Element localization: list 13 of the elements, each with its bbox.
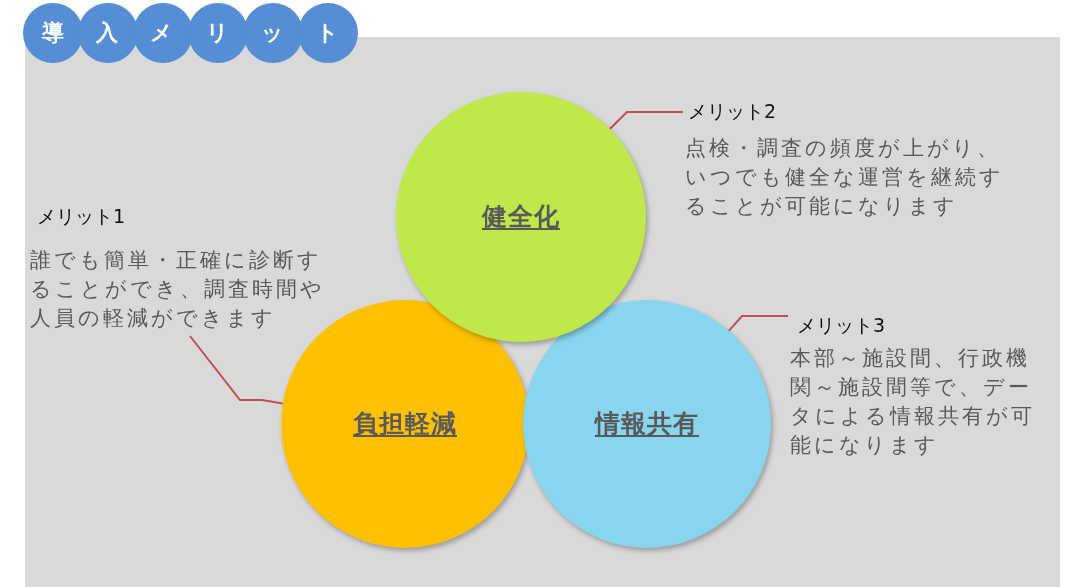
leader-line bbox=[727, 315, 789, 332]
leader-line bbox=[608, 111, 684, 130]
callout-heading: メリット3 bbox=[797, 313, 886, 337]
callout-text: 本部～施設間、行政機関～施設間等で、データによる情報共有が可能になります bbox=[790, 345, 1035, 459]
callout-text: 点検・調査の頻度が上がり、いつでも健全な運営を継続することが可能になります bbox=[685, 135, 1005, 220]
callout-heading: メリット2 bbox=[688, 99, 777, 123]
leader-line bbox=[189, 335, 284, 405]
circle-label: 情報共有 bbox=[595, 408, 699, 440]
callout-heading: メリット1 bbox=[37, 204, 126, 228]
circle-label: 健全化 bbox=[482, 201, 560, 233]
callout-text: 誰でも簡単・正確に診断することができ、調査時間や人員の軽減ができます bbox=[30, 247, 326, 332]
title: 導入メリット bbox=[42, 19, 339, 47]
circle-label: 負担軽減 bbox=[353, 408, 457, 440]
